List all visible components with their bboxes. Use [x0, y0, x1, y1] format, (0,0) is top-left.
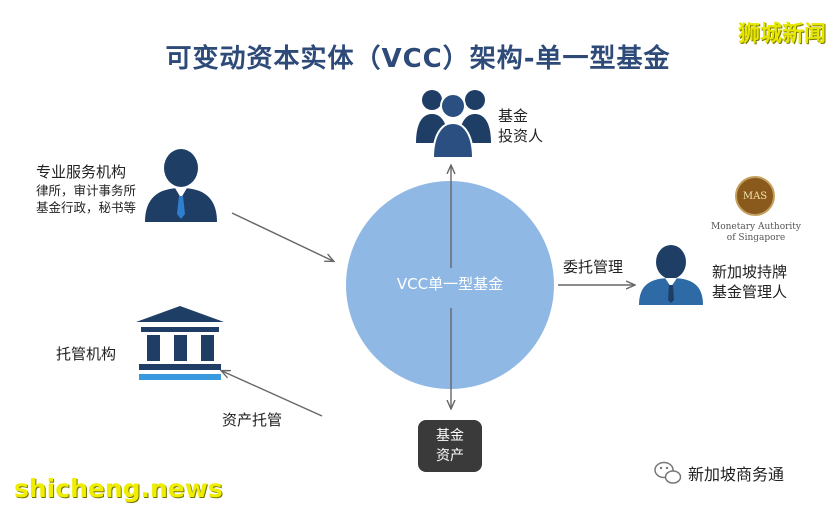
page-title: 可变动资本实体（VCC）架构-单一型基金: [165, 44, 671, 74]
service-provider-line1: 律所，审计事务所: [36, 183, 137, 198]
investor-group-icon: [416, 90, 491, 159]
businessman-icon: [145, 149, 217, 222]
mas-logo: MAS: [735, 176, 775, 216]
watermark-bottom: shicheng.news: [14, 474, 223, 503]
fund-assets-line2: 资产: [436, 448, 464, 464]
custody-arrow-label: 资产托管: [222, 411, 283, 429]
mas-caption-line1: Monetary Authority: [711, 222, 801, 232]
service-provider-label: 专业服务机构 律所，审计事务所 基金行政，秘书等: [36, 162, 136, 216]
fund-manager-line1: 新加坡持牌: [712, 263, 788, 281]
mas-caption-line2: of Singapore: [726, 233, 786, 243]
bank-building-icon: [136, 306, 224, 380]
watermark-top: 狮城新闻: [737, 22, 826, 47]
fund-manager-label: 新加坡持牌 基金管理人: [712, 262, 787, 302]
arrow-from-service: [231, 212, 333, 261]
service-provider-title: 专业服务机构: [36, 163, 127, 181]
investor-label-line1: 基金: [498, 107, 529, 125]
investor-label-line2: 投资人: [498, 127, 544, 145]
mandate-label: 委托管理: [563, 258, 624, 276]
vcc-fund-circle: [346, 181, 554, 389]
custodian-label: 托管机构: [56, 345, 117, 363]
wechat-account-label: 新加坡商务通: [688, 465, 785, 484]
wechat-icon: [654, 461, 682, 484]
service-provider-line2: 基金行政，秘书等: [36, 200, 137, 215]
investor-label: 基金 投资人: [498, 106, 543, 146]
vcc-fund-label: VCC单一型基金: [396, 275, 504, 293]
fund-manager-icon: [639, 245, 703, 305]
fund-assets-line1: 基金: [436, 428, 464, 444]
fund-manager-line2: 基金管理人: [712, 283, 788, 301]
mas-caption: Monetary Authority of Singapore: [708, 222, 804, 244]
fund-assets-box: 基金 资产: [418, 420, 482, 472]
arrow-to-custodian: [222, 371, 323, 417]
